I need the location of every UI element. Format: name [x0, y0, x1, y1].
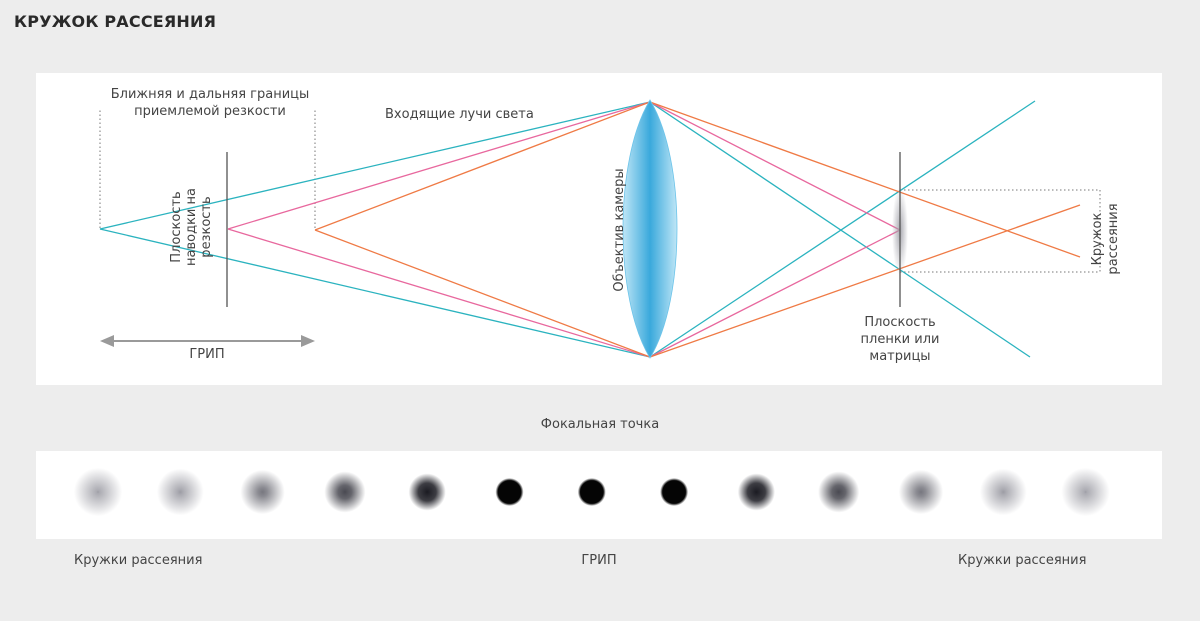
dof-label: ГРИП	[189, 347, 225, 362]
film-plane-label-line2: пленки или	[860, 332, 940, 347]
coc-circle	[898, 469, 944, 515]
ray-orange-top	[314, 101, 651, 231]
page-title: КРУЖОК РАССЕЯНИЯ	[14, 12, 217, 31]
ray-diagram-panel	[36, 73, 1162, 385]
coc-label-line1: Кружок	[1090, 212, 1105, 266]
film-plane-label-line1: Плоскость	[864, 315, 936, 330]
lens-icon	[622, 99, 678, 359]
lens-label: Объектив камеры	[612, 168, 627, 292]
coc-circle	[408, 473, 446, 511]
coc-circle	[495, 478, 524, 506]
ray-teal-bottom	[99, 228, 651, 358]
ray-teal-right-2	[649, 100, 1036, 358]
circles-dof-label: ГРИП	[581, 553, 617, 568]
coc-label: Кружок рассеяния	[1090, 189, 1122, 289]
coc-circle	[73, 467, 123, 517]
coc-circle	[979, 468, 1027, 516]
coc-circle	[1061, 467, 1110, 517]
rays-left	[99, 101, 651, 358]
circles-right-label: Кружки рассеяния	[958, 553, 1087, 568]
circles-left-label: Кружки рассеяния	[74, 553, 203, 568]
ray-teal-right-1	[649, 101, 1031, 358]
limits-label-line1: Ближняя и дальняя границы	[110, 87, 310, 102]
limit-guides	[99, 108, 1101, 273]
coc-circle	[156, 468, 204, 516]
ray-orange-right-2	[649, 204, 1081, 358]
focus-plane-label-line2: наводки на	[184, 188, 199, 266]
coc-circle	[577, 478, 606, 506]
rays-right	[649, 100, 1081, 358]
film-plane-label-line3: матрицы	[869, 349, 931, 364]
limits-label: Ближняя и дальняя границы приемлемой рез…	[95, 86, 325, 120]
ray-pink-right-1	[649, 101, 901, 231]
focal-point-label: Фокальная точка	[540, 417, 660, 432]
focus-plane-label-line1: Плоскость	[169, 191, 184, 263]
focus-plane-label-line3: резкость	[199, 196, 214, 258]
ray-pink-top	[227, 101, 651, 230]
focus-plane-label: Плоскость наводки на резкость	[169, 147, 214, 307]
ray-pink-right-2	[649, 229, 901, 358]
coc-circle	[737, 473, 776, 511]
coc-circle	[660, 478, 689, 506]
coc-label-line2: рассеяния	[1106, 203, 1121, 275]
coc-circle	[818, 471, 860, 513]
circles-row	[73, 467, 1110, 517]
ray-orange-bottom	[314, 229, 651, 358]
ray-teal-top	[99, 101, 651, 230]
coc-circle	[324, 471, 366, 513]
double-arrow-icon	[100, 335, 315, 347]
coc-circle	[240, 469, 285, 515]
ray-pink-bottom	[227, 228, 651, 358]
incoming-rays-label: Входящие лучи света	[385, 107, 534, 122]
limits-label-line2: приемлемой резкости	[134, 104, 286, 119]
ray-orange-right-1	[649, 101, 1081, 258]
film-plane-label: Плоскость пленки или матрицы	[845, 314, 955, 365]
